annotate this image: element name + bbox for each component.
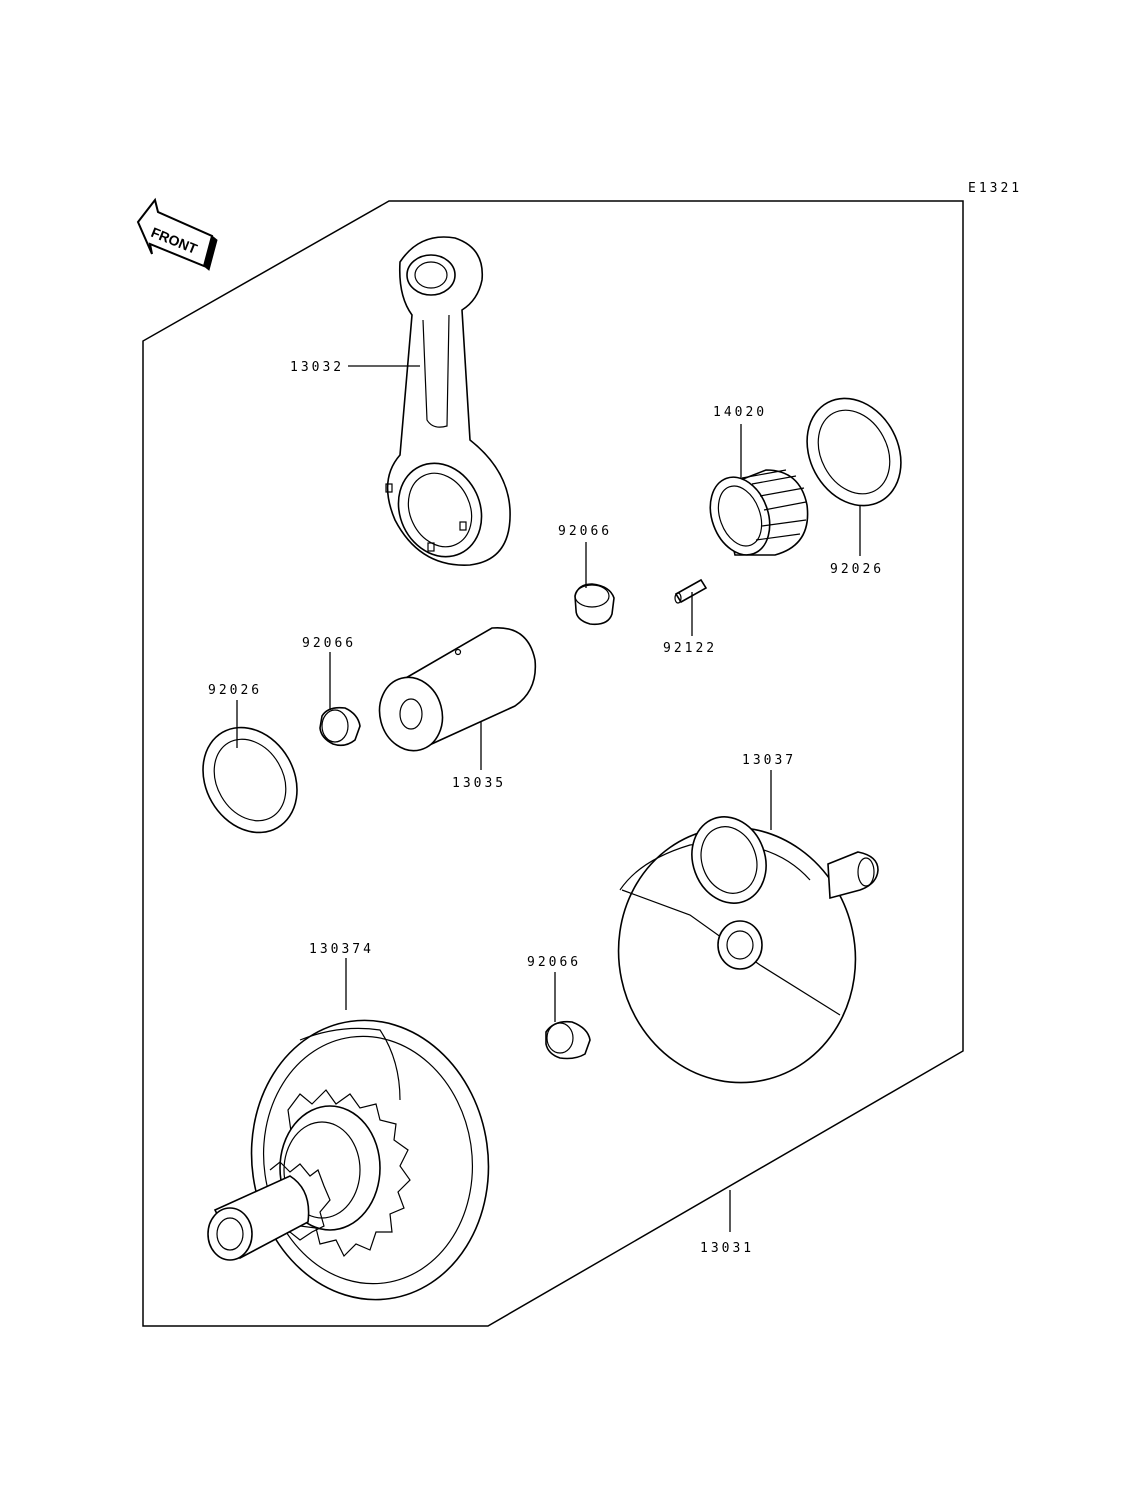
callout-92066-left: 92066 [302,636,356,651]
callout-92026-left: 92026 [208,683,262,698]
flywheel-left-part [207,1019,490,1301]
thrust-washer-left-part [202,726,298,834]
bearing-bottom-part [545,1020,591,1060]
flywheel-right-part [617,816,879,1084]
callout-130374: 130374 [309,942,374,957]
callout-14020: 14020 [713,405,767,420]
callout-13035: 13035 [452,776,506,791]
callout-92122: 92122 [663,641,717,656]
leader-lines [236,365,861,1232]
needle-bearing-part [709,469,809,556]
small-pin-part [674,578,708,604]
callout-92066-bottom: 92066 [527,955,581,970]
callout-13032: 13032 [290,360,344,375]
thrust-washer-right-part [806,397,902,507]
connecting-rod-part [385,236,511,566]
front-arrow-icon: FRONT [136,197,218,271]
crank-pin-part [378,627,537,752]
callout-13031: 13031 [700,1241,754,1256]
callout-13037: 13037 [742,753,796,768]
bearing-top-part [574,583,615,626]
diagram-code: E1321 [968,181,1022,196]
assembly-boundary [142,200,964,1327]
callout-92066-top: 92066 [558,524,612,539]
callout-92026-right: 92026 [830,562,884,577]
bearing-left-part [319,706,361,747]
